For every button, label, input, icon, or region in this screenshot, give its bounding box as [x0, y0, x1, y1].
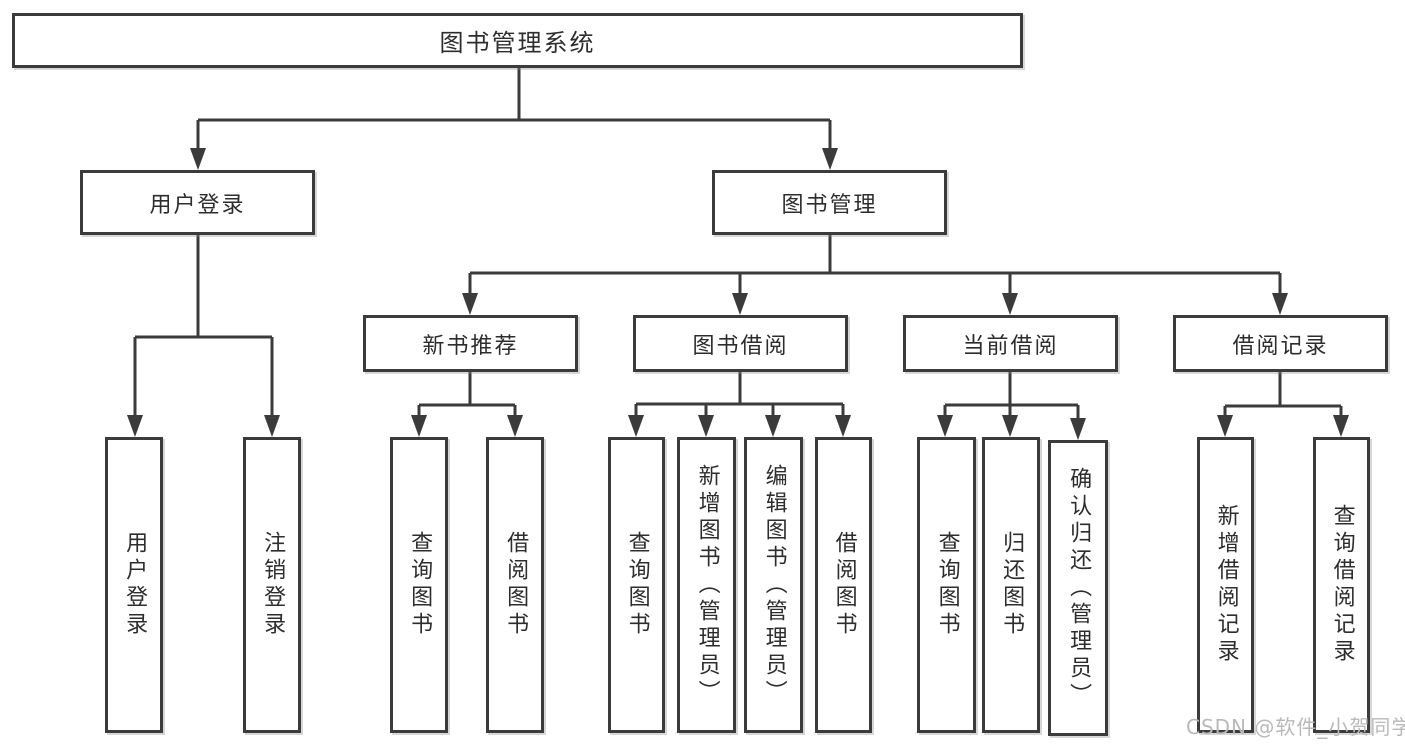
node-borrow-records-label: 借阅记录 — [1232, 333, 1329, 359]
node-nb-query-book: 查询图书 — [390, 437, 448, 733]
node-bb-edit-book: 编辑图书（管理员） — [744, 437, 803, 733]
node-br-query-record: 查询借阅记录 — [1313, 437, 1370, 733]
node-br-add-record-label: 新增借阅记录 — [1213, 504, 1239, 666]
node-nb-borrow-book-label: 借阅图书 — [503, 531, 529, 639]
node-current-borrow-label: 当前借阅 — [962, 333, 1059, 359]
node-user-login-group-label: 用户登录 — [149, 192, 246, 218]
node-bb-edit-book-label: 编辑图书（管理员） — [761, 463, 787, 707]
node-book-mgmt-label: 图书管理 — [781, 192, 878, 218]
node-book-borrow-label: 图书借阅 — [692, 333, 789, 359]
node-new-book-rec: 新书推荐 — [363, 315, 578, 372]
node-bb-query-book: 查询图书 — [608, 437, 665, 733]
node-cb-query-book: 查询图书 — [917, 437, 976, 733]
node-root-label: 图书管理系统 — [439, 29, 596, 57]
node-user-login-label: 用户登录 — [122, 531, 148, 639]
node-user-login: 用户登录 — [105, 437, 163, 733]
node-root: 图书管理系统 — [12, 13, 1023, 68]
node-nb-query-book-label: 查询图书 — [407, 531, 433, 639]
watermark: CSDN @软件_小贺同学 — [1186, 715, 1405, 739]
node-logout: 注销登录 — [243, 437, 301, 733]
node-borrow-records: 借阅记录 — [1173, 315, 1388, 372]
node-bb-query-book-label: 查询图书 — [624, 531, 650, 639]
node-current-borrow: 当前借阅 — [903, 315, 1118, 372]
node-br-query-record-label: 查询借阅记录 — [1329, 504, 1355, 666]
node-nb-borrow-book: 借阅图书 — [486, 437, 544, 733]
node-cb-return-book-label: 归还图书 — [999, 531, 1025, 639]
node-bb-add-book-label: 新增图书（管理员） — [694, 463, 720, 707]
node-cb-return-book: 归还图书 — [982, 437, 1040, 733]
node-book-mgmt: 图书管理 — [712, 170, 947, 235]
node-logout-label: 注销登录 — [260, 531, 286, 639]
node-bb-borrow-book-label: 借阅图书 — [831, 531, 857, 639]
node-book-borrow: 图书借阅 — [633, 315, 848, 372]
node-br-add-record: 新增借阅记录 — [1197, 437, 1254, 733]
node-bb-add-book: 新增图书（管理员） — [677, 437, 736, 733]
node-bb-borrow-book: 借阅图书 — [815, 437, 872, 733]
node-new-book-rec-label: 新书推荐 — [422, 333, 519, 359]
node-user-login-group: 用户登录 — [80, 170, 315, 235]
node-cb-query-book-label: 查询图书 — [934, 531, 960, 639]
node-cb-confirm-return: 确认归还（管理员） — [1048, 440, 1108, 736]
node-cb-confirm-return-label: 确认归还（管理员） — [1066, 466, 1092, 710]
